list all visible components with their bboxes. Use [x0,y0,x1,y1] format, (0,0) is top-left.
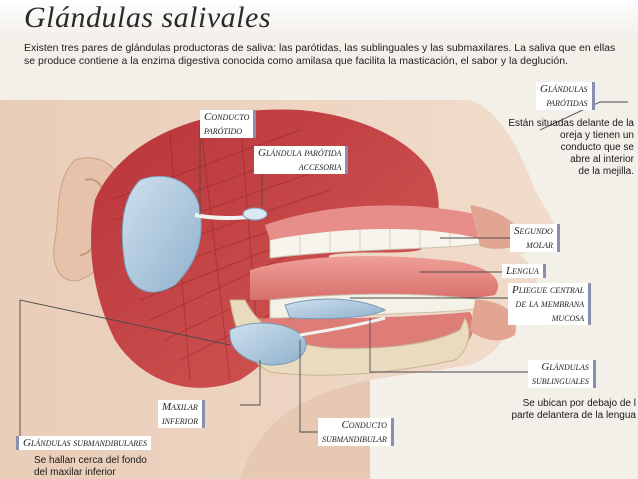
desc-sublinguales: Se ubican por debajo de l parte delanter… [511,398,636,421]
lower-lip [470,300,516,341]
label-parotida-accesoria: Glándula parótida accesoria [254,146,349,174]
label-lengua: Lengua [502,264,546,278]
label-segundo-molar: Segundo molar [510,224,560,252]
page-title: Glándulas salivales [24,1,271,34]
cheek-muscle [91,109,439,388]
label-glandulas-submandibulares: Glándulas submandibulares [16,436,152,450]
label-maxilar-inferior: Maxilar inferior [158,400,205,428]
label-conducto-submandibular: Conducto submandibular [318,418,394,446]
label-pliegue-central: Pliegue central de la membrana mucosa [508,283,592,325]
accessory-parotid [242,207,268,221]
label-conducto-parotido: Conducto parótido [200,110,257,138]
submandibular-gland [229,322,307,366]
title-band [0,0,638,40]
desc-submandibulares: Se hallan cerca del fondo del maxilar in… [34,455,147,478]
tongue [250,256,499,300]
submandibular-duct [299,316,386,337]
label-glandulas-parotidas: Glándulas parótidas [536,82,595,110]
desc-parotidas: Están situadas delante de la oreja y tie… [508,118,634,177]
intro-paragraph: Existen tres pares de glándulas producto… [24,42,616,67]
neck [240,380,370,479]
label-glandulas-sublinguales: Glándulas sublinguales [528,360,596,388]
sublingual-gland [284,298,387,320]
parotid-gland [121,175,202,293]
